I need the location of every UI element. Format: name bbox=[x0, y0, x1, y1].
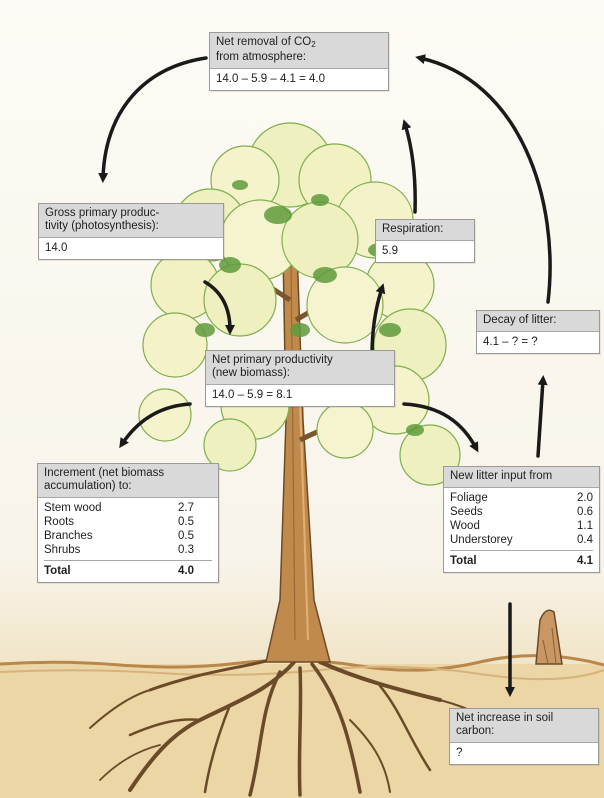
net-removal-title: Net removal of CO2 from atmosphere: bbox=[210, 33, 388, 68]
row-value: 2.0 bbox=[577, 492, 593, 504]
increment-title-line1: Increment (net biomass bbox=[44, 467, 165, 479]
table-row: Seeds 0.6 bbox=[450, 505, 593, 519]
increment-box: Increment (net biomass accumulation) to:… bbox=[37, 463, 219, 583]
arrow-respiration-to-atmosphere bbox=[401, 119, 417, 214]
net-removal-box: Net removal of CO2 from atmosphere: 14.0… bbox=[209, 32, 389, 91]
total-row: Total 4.1 bbox=[450, 550, 593, 568]
table-row: Wood 1.1 bbox=[450, 519, 593, 533]
gpp-title: Gross primary produc- tivity (photosynth… bbox=[39, 204, 223, 237]
increment-table: Stem wood 2.7 Roots 0.5 Branches 0.5 Shrubs… bbox=[38, 497, 218, 582]
litter-title: New litter input from bbox=[444, 467, 599, 487]
npp-title: Net primary productivity (new biomass): bbox=[206, 351, 394, 384]
npp-box: Net primary productivity (new biomass): … bbox=[205, 350, 395, 407]
row-value: 0.5 bbox=[178, 530, 194, 542]
npp-title-line1: Net primary productivity bbox=[212, 354, 333, 366]
row-value: 0.4 bbox=[577, 534, 593, 546]
gpp-title-line1: Gross primary produc- bbox=[45, 207, 160, 219]
increment-title-line2: accumulation) to: bbox=[44, 480, 132, 492]
table-row: Stem wood 2.7 bbox=[44, 501, 212, 515]
gpp-box: Gross primary produc- tivity (photosynth… bbox=[38, 203, 224, 260]
row-label: Foliage bbox=[450, 492, 488, 504]
arrow-npp-to-increment bbox=[119, 402, 192, 449]
row-label: Roots bbox=[44, 516, 75, 528]
soil-value: ? bbox=[450, 742, 598, 764]
decay-title: Decay of litter: bbox=[477, 311, 599, 331]
table-row: Understorey 0.4 bbox=[450, 533, 593, 547]
flow-arrows bbox=[98, 54, 552, 697]
soil-title: Net increase in soil carbon: bbox=[450, 709, 598, 742]
soil-title-line1: Net increase in soil bbox=[456, 712, 554, 724]
arrow-atmosphere-to-gpp bbox=[98, 56, 208, 183]
row-value: 0.6 bbox=[577, 506, 593, 518]
respiration-title: Respiration: bbox=[376, 220, 474, 240]
soil-title-line2: carbon: bbox=[456, 725, 495, 737]
decay-box: Decay of litter: 4.1 – ? = ? bbox=[476, 310, 600, 354]
row-label: Understorey bbox=[450, 534, 513, 546]
net-removal-value: 14.0 – 5.9 – 4.1 = 4.0 bbox=[210, 68, 388, 90]
total-value: 4.0 bbox=[178, 565, 194, 577]
total-label: Total bbox=[44, 565, 71, 577]
table-row: Branches 0.5 bbox=[44, 529, 212, 543]
arrow-gpp-to-npp bbox=[203, 280, 235, 335]
total-value: 4.1 bbox=[577, 555, 593, 567]
row-label: Branches bbox=[44, 530, 93, 542]
decay-value: 4.1 – ? = ? bbox=[477, 331, 599, 353]
respiration-box: Respiration: 5.9 bbox=[375, 219, 475, 263]
arrow-litter-to-decay bbox=[536, 375, 548, 458]
npp-title-line2: (new biomass): bbox=[212, 367, 290, 379]
total-row: Total 4.0 bbox=[44, 560, 212, 578]
row-label: Wood bbox=[450, 520, 480, 532]
co2-subscript: 2 bbox=[311, 40, 316, 49]
npp-value: 14.0 – 5.9 = 8.1 bbox=[206, 384, 394, 406]
respiration-value: 5.9 bbox=[376, 240, 474, 262]
arrow-npp-to-respiration bbox=[370, 283, 386, 358]
gpp-title-line2: tivity (photosynthesis): bbox=[45, 220, 159, 232]
table-row: Shrubs 0.3 bbox=[44, 543, 212, 557]
soil-box: Net increase in soil carbon: ? bbox=[449, 708, 599, 765]
litter-table: Foliage 2.0 Seeds 0.6 Wood 1.1 Understorey 0… bbox=[444, 487, 599, 572]
gpp-value: 14.0 bbox=[39, 237, 223, 259]
net-removal-title-line1: Net removal of CO bbox=[216, 36, 312, 48]
arrow-npp-to-litter bbox=[402, 402, 479, 453]
litter-box: New litter input from Foliage 2.0 Seeds 0.… bbox=[443, 466, 600, 573]
row-value: 0.3 bbox=[178, 544, 194, 556]
roots-icon bbox=[89, 658, 521, 797]
table-row: Foliage 2.0 bbox=[450, 491, 593, 505]
row-label: Shrubs bbox=[44, 544, 81, 556]
row-label: Stem wood bbox=[44, 502, 102, 514]
net-removal-title-line2: from atmosphere: bbox=[216, 51, 307, 63]
row-value: 1.1 bbox=[577, 520, 593, 532]
stump-icon bbox=[535, 609, 563, 665]
row-value: 0.5 bbox=[178, 516, 194, 528]
increment-title: Increment (net biomass accumulation) to: bbox=[38, 464, 218, 497]
total-label: Total bbox=[450, 555, 477, 567]
table-row: Roots 0.5 bbox=[44, 515, 212, 529]
arrow-decay-to-atmosphere bbox=[415, 54, 552, 304]
row-label: Seeds bbox=[450, 506, 483, 518]
row-value: 2.7 bbox=[178, 502, 194, 514]
